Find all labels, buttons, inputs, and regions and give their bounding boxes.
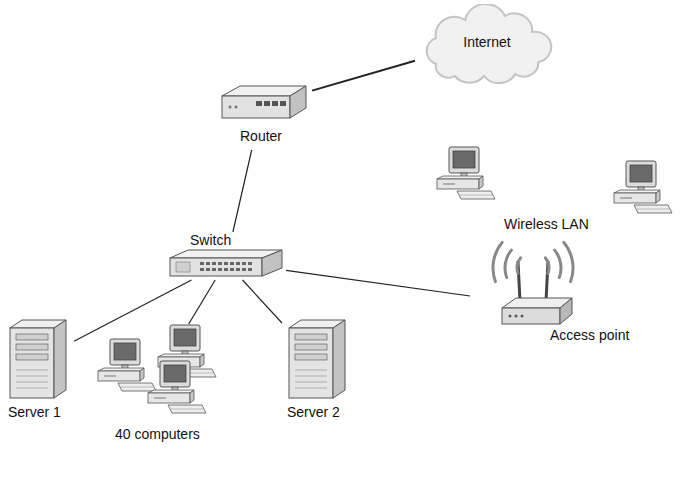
- network-cable: [189, 280, 216, 324]
- device-label: Server 1: [8, 404, 61, 421]
- computer-icon: [437, 147, 495, 199]
- server-tower: [289, 320, 345, 398]
- switch-node: Switch: [168, 232, 286, 280]
- switch-icon: [170, 250, 282, 276]
- access-point-node: Access point: [470, 235, 642, 347]
- device-label: Wireless LAN: [504, 216, 589, 233]
- server-node: Server 1: [4, 318, 74, 426]
- network-cable: [74, 280, 192, 341]
- network-cable: [233, 150, 252, 232]
- device-label: Server 2: [287, 404, 340, 421]
- device-label: 40 computers: [115, 426, 200, 443]
- wireless-group-node: Wireless LAN: [430, 142, 676, 236]
- server-tower: [10, 320, 66, 398]
- computer-group-node: 40 computers: [92, 324, 226, 448]
- device-label: Access point: [550, 327, 629, 344]
- network-cable: [286, 270, 470, 296]
- computer-icon: [614, 161, 672, 213]
- network-cable: [243, 280, 283, 323]
- router-icon: [222, 86, 306, 118]
- device-label: Router: [240, 128, 282, 145]
- device-label: Switch: [190, 232, 231, 249]
- computer-icon: [98, 339, 156, 391]
- network-cable: [312, 61, 415, 91]
- radio-waves: [493, 242, 573, 281]
- computer-icon: [148, 361, 206, 413]
- server-node: Server 2: [282, 318, 354, 426]
- cloud-node: Internet: [415, 4, 553, 84]
- device-label: Internet: [418, 34, 556, 51]
- router-node: Router: [212, 80, 312, 150]
